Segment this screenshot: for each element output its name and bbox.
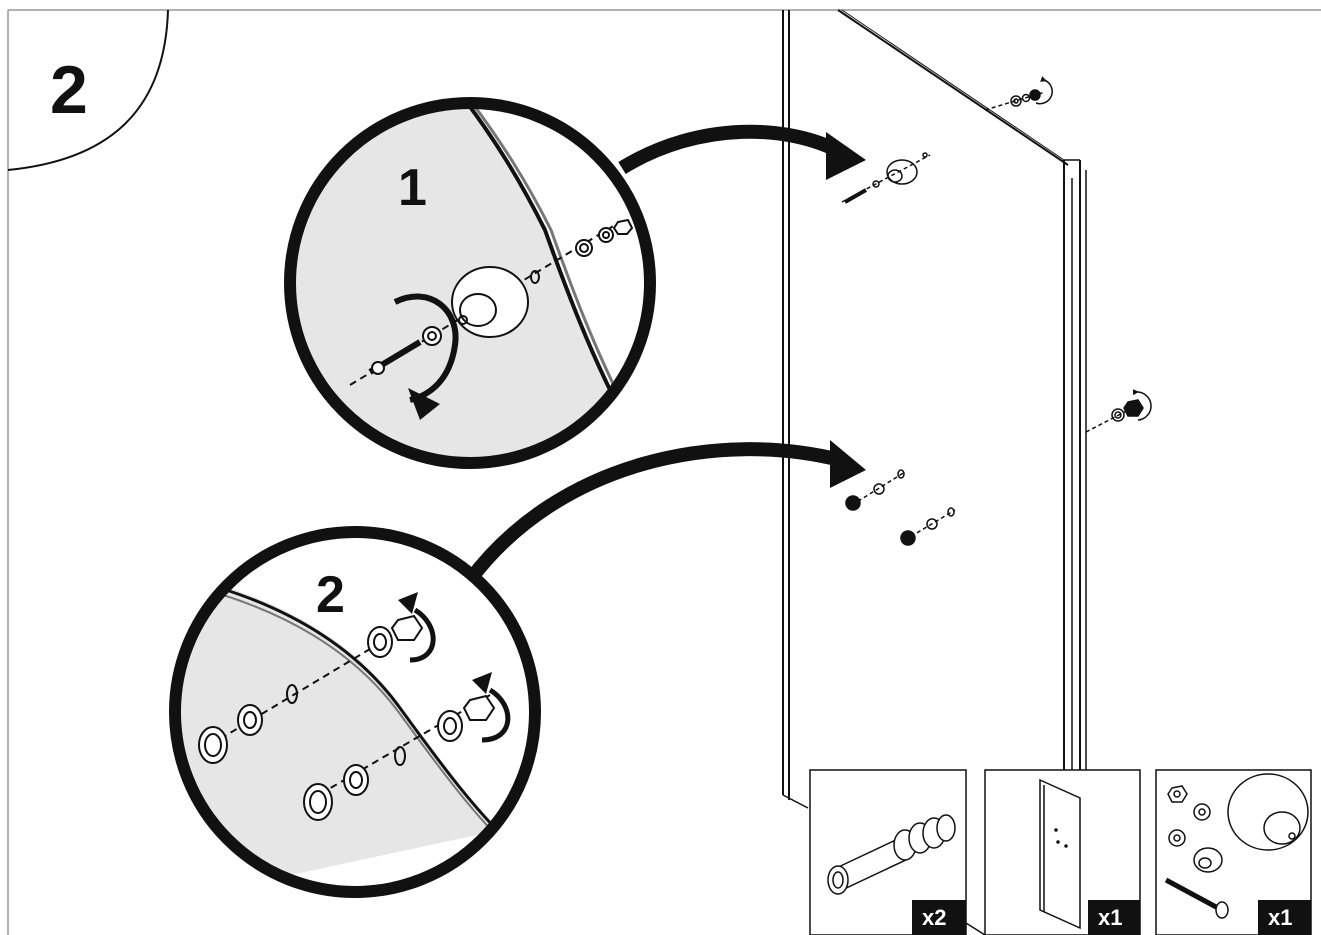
callout-arrows (464, 124, 866, 585)
knob-screw-hardware-icon (1164, 773, 1309, 919)
bushings-on-panel (845, 469, 956, 546)
callout-2: 2 (169, 526, 541, 898)
parts-box-1: x2 (809, 769, 967, 935)
step-badge: 2 (7, 9, 169, 171)
callout-1: 1 (284, 97, 656, 469)
top-hardware (984, 76, 1053, 111)
right-hardware (1085, 389, 1152, 433)
bushing-fitting-icon (827, 814, 956, 895)
parts-box-2: x1 (984, 769, 1141, 935)
parts-quantity-1: x2 (922, 905, 946, 930)
knob-on-panel (841, 152, 931, 204)
rotate-arrow-icon (398, 592, 418, 614)
parts-box-3: x1 (1155, 769, 1312, 935)
step-number: 2 (50, 52, 88, 128)
glass-panel-icon (1039, 778, 1081, 930)
callout-1-number: 1 (398, 159, 427, 217)
parts-quantity-2: x1 (1098, 905, 1122, 930)
callout-2-number: 2 (316, 566, 345, 624)
rotate-arrow-icon (408, 388, 440, 420)
rotate-arrow-icon (472, 672, 492, 694)
parts-quantity-3: x1 (1268, 905, 1292, 930)
page-frame (7, 9, 1321, 935)
